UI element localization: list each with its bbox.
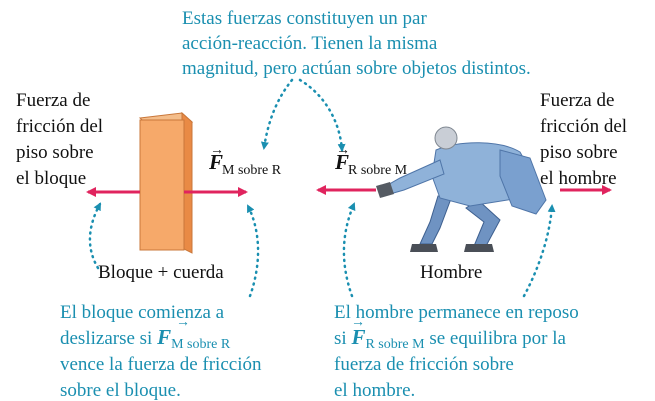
br-line-4: el hombre. [334, 380, 415, 401]
right-label-line-2: fricción del [540, 116, 627, 137]
man-figure [376, 126, 547, 252]
vector-symbol-mr: F [208, 150, 223, 174]
left-label-line-3: piso sobre [16, 142, 94, 163]
br-symbol: F [350, 325, 365, 349]
bl-line-2-prefix: deslizarse si [60, 328, 157, 349]
bl-line-4: sobre el bloque. [60, 380, 181, 401]
right-friction-label: Fuerza de fricción del piso sobre el hom… [540, 90, 627, 189]
vector-symbol-rm: F [334, 150, 349, 174]
bl-line-3: vence la fuerza de fricción [60, 354, 262, 375]
vector-subscript-mr: M sobre R [222, 163, 282, 178]
bl-vector-arrow: → [176, 315, 190, 330]
dotted-arrow-left-upper [246, 204, 260, 298]
br-vector-arrow: → [351, 315, 365, 330]
right-label-line-1: Fuerza de [540, 90, 614, 111]
bl-subscript: M sobre R [171, 337, 231, 352]
dotted-arrow-left-lower [88, 202, 102, 270]
br-subscript: R sobre M [365, 337, 425, 352]
br-line-3: fuerza de fricción sobre [334, 354, 514, 375]
bl-line-2: deslizarse si FM sobre R [60, 325, 231, 352]
left-friction-label: Fuerza de fricción del piso sobre el blo… [16, 90, 103, 189]
top-note-line-1: Estas fuerzas constituyen un par [182, 8, 427, 29]
top-note-line-3: magnitud, pero actúan sobre objetos dist… [182, 58, 531, 79]
br-line-2-suffix: se equilibra por la [425, 328, 567, 349]
dotted-arrow-to-f-mr [260, 78, 294, 150]
right-label-line-4: el hombre [540, 168, 617, 189]
block [138, 111, 194, 254]
dotted-arrow-right-upper [522, 204, 556, 298]
force-label-f-mr: → F M sobre R [208, 143, 282, 178]
vector-arrow-mr: → [210, 143, 224, 158]
dotted-arrow-right-lower [342, 202, 356, 298]
force-label-f-rm: → F R sobre M [334, 143, 408, 178]
block-caption: Bloque + cuerda [98, 262, 224, 283]
bl-symbol: F [156, 325, 171, 349]
man-caption: Hombre [420, 262, 482, 283]
bl-line-1: El bloque comienza a [60, 302, 225, 323]
top-note-line-2: acción-reacción. Tienen la misma [182, 33, 438, 54]
top-note: Estas fuerzas constituyen un par acción-… [182, 8, 531, 79]
bottom-right-note: El hombre permanece en reposo si FR sobr… [334, 302, 579, 401]
left-label-line-4: el bloque [16, 168, 86, 189]
br-line-2-prefix: si [334, 328, 351, 349]
right-label-line-3: piso sobre [540, 142, 618, 163]
dotted-arrow-to-f-rm [298, 78, 346, 152]
br-line-1: El hombre permanece en reposo [334, 302, 579, 323]
vector-subscript-rm: R sobre M [348, 163, 408, 178]
bottom-left-note: El bloque comienza a deslizarse si FM so… [60, 302, 262, 401]
left-label-line-1: Fuerza de [16, 90, 90, 111]
vector-arrow-rm: → [336, 143, 350, 158]
left-label-line-2: fricción del [16, 116, 103, 137]
br-line-2: si FR sobre M se equilibra por la [334, 325, 567, 352]
